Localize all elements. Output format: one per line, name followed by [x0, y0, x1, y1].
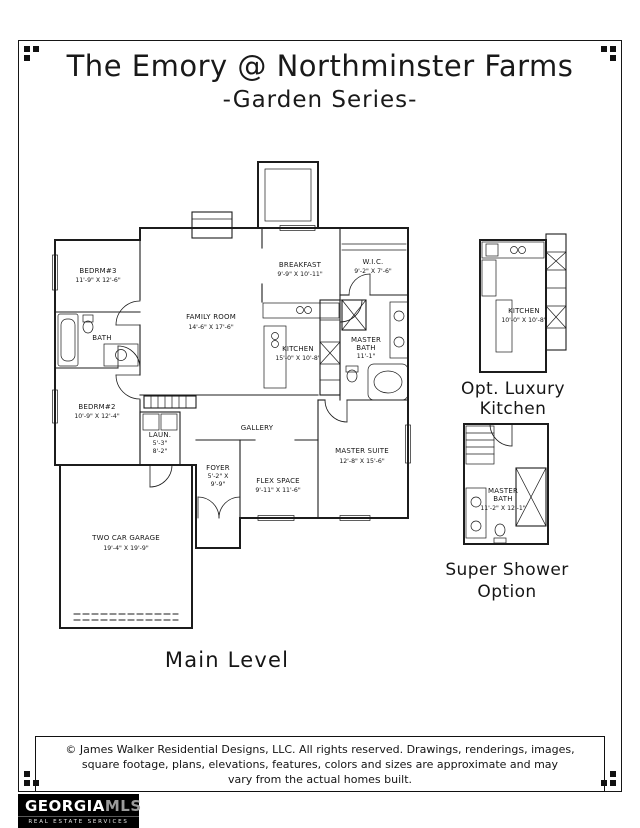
- room-dims-laundry-2: 8'-2": [153, 448, 168, 455]
- room-dims-kitchen: 15'-0" X 10'-8": [275, 355, 321, 362]
- room-label-gallery: GALLERY: [241, 424, 274, 432]
- room-dims-flex-space: 9'-11" X 11'-6": [255, 487, 301, 494]
- room-label-family-room: FAMILY ROOM: [186, 313, 236, 321]
- room-label-master-bath-2: BATH: [356, 344, 375, 352]
- option-labels: KITCHEN 10'-0" X 10'-8" Opt. Luxury Kitc…: [445, 307, 568, 602]
- luxury-kitchen-room-label: KITCHEN: [508, 307, 540, 315]
- hall-bath-fixtures: [57, 313, 139, 367]
- room-label-bedrm2: BEDRM#2: [78, 403, 115, 411]
- room-dims-breakfast: 9'-9" X 10'-11": [277, 271, 323, 278]
- room-dims-bedrm2: 10'-9" X 12'-4": [74, 413, 120, 420]
- room-label-master-suite: MASTER SUITE: [335, 447, 389, 455]
- room-label-laundry: LAUN.: [149, 431, 171, 439]
- luxury-kitchen-detail: [479, 233, 567, 373]
- super-shower-room-label-2: BATH: [493, 495, 512, 503]
- room-label-breakfast: BREAKFAST: [279, 261, 322, 269]
- room-dims-garage: 19'-4" X 19'-9": [103, 545, 149, 552]
- room-dims-family-room: 14'-6" X 17'-6": [188, 324, 234, 331]
- room-dims-laundry-1: 5'-3": [153, 440, 168, 447]
- room-label-flex-space: FLEX SPACE: [256, 477, 300, 485]
- logo-brand-secondary: MLS: [104, 797, 142, 815]
- windows: [52, 225, 411, 521]
- corner-registration-mark-icon: [24, 46, 40, 62]
- luxury-kitchen-room-dims: 10'-0" X 10'-8": [501, 317, 547, 324]
- disclaimer-line-2: square footage, plans, elevations, featu…: [81, 758, 559, 772]
- room-dims-bedrm3: 11'-9" X 12'-6": [75, 277, 121, 284]
- logo-tagline: REAL ESTATE SERVICES: [18, 816, 139, 828]
- room-label-bedrm3: BEDRM#3: [79, 267, 116, 275]
- super-shower-room-label-1: MASTER: [488, 487, 518, 495]
- room-dims-foyer-2: 9'-9": [211, 481, 226, 488]
- room-dims-foyer-1: 5'-2" X: [208, 473, 230, 480]
- room-label-master-bath-1: MASTER: [351, 336, 381, 344]
- garage-door-lines: [73, 613, 179, 621]
- room-label-garage: TWO CAR GARAGE: [91, 534, 160, 542]
- master-bath-fixtures: [341, 299, 409, 401]
- level-label: Main Level: [165, 648, 289, 672]
- room-label-bath: BATH: [92, 334, 111, 342]
- page-title: The Emory @ Northminster Farms: [66, 49, 574, 83]
- room-dims-master-suite: 12'-8" X 15'-6": [339, 458, 385, 465]
- super-shower-detail: [463, 423, 549, 545]
- closet-shelving: [341, 243, 407, 251]
- laundry-fixtures: [142, 413, 178, 431]
- kitchen-fixtures: [262, 299, 341, 396]
- room-dims-wic: 9'-2" X 7'-6": [354, 268, 392, 275]
- super-shower-caption-2: Option: [477, 582, 536, 602]
- series-subtitle: -Garden Series-: [222, 87, 418, 113]
- room-label-foyer: FOYER: [206, 464, 230, 472]
- super-shower-room-dims: 11'-2" X 12'-1": [480, 505, 526, 512]
- room-dims-master-bath: 11'-1": [357, 353, 376, 360]
- room-label-wic: W.I.C.: [363, 258, 384, 266]
- luxury-kitchen-caption-2: Kitchen: [480, 399, 547, 419]
- room-label-kitchen: KITCHEN: [282, 345, 314, 353]
- copyright-disclaimer-box: © James Walker Residential Designs, LLC.…: [35, 736, 605, 792]
- super-shower-caption-1: Super Shower: [445, 560, 568, 580]
- disclaimer-line-1: © James Walker Residential Designs, LLC.…: [65, 743, 575, 756]
- room-labels: BEDRM#3 11'-9" X 12'-6" BATH BEDRM#2 10'…: [74, 258, 392, 552]
- disclaimer-line-3: vary from the actual homes built.: [227, 773, 413, 787]
- logo-brand-primary: GEORGIA: [25, 797, 105, 815]
- luxury-kitchen-caption-1: Opt. Luxury: [461, 379, 565, 399]
